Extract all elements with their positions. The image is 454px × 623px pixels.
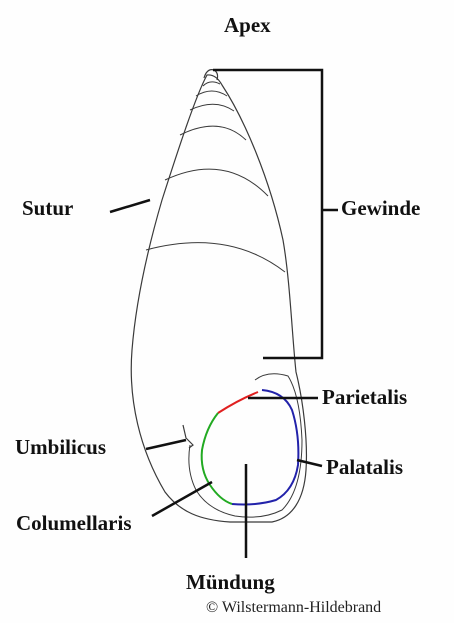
copyright-notice: © Wilstermann-Hildebrand	[206, 600, 381, 616]
label-parietalis: Parietalis	[322, 387, 407, 408]
suture-line	[190, 104, 234, 111]
label-apex: Apex	[224, 15, 271, 36]
shell-outline	[131, 75, 306, 522]
umbilicus-notch	[183, 425, 193, 448]
suture-line	[203, 82, 220, 86]
palatalis-margin	[232, 390, 298, 505]
label-sutur: Sutur	[22, 198, 73, 219]
umbilicus-leader	[146, 440, 186, 449]
sutur-leader	[110, 200, 150, 212]
label-columellaris: Columellaris	[16, 513, 132, 534]
suture-line	[196, 91, 227, 96]
columellaris-margin	[202, 413, 232, 504]
suture-line	[180, 126, 246, 140]
label-umbilicus: Umbilicus	[15, 437, 106, 458]
parietalis-margin	[218, 392, 258, 413]
suture-line	[165, 169, 268, 196]
label-palatalis: Palatalis	[326, 457, 403, 478]
suture-line	[146, 243, 285, 272]
label-gewinde: Gewinde	[341, 198, 420, 219]
gewinde-bracket	[213, 70, 322, 358]
label-muendung: Mündung	[186, 572, 275, 593]
